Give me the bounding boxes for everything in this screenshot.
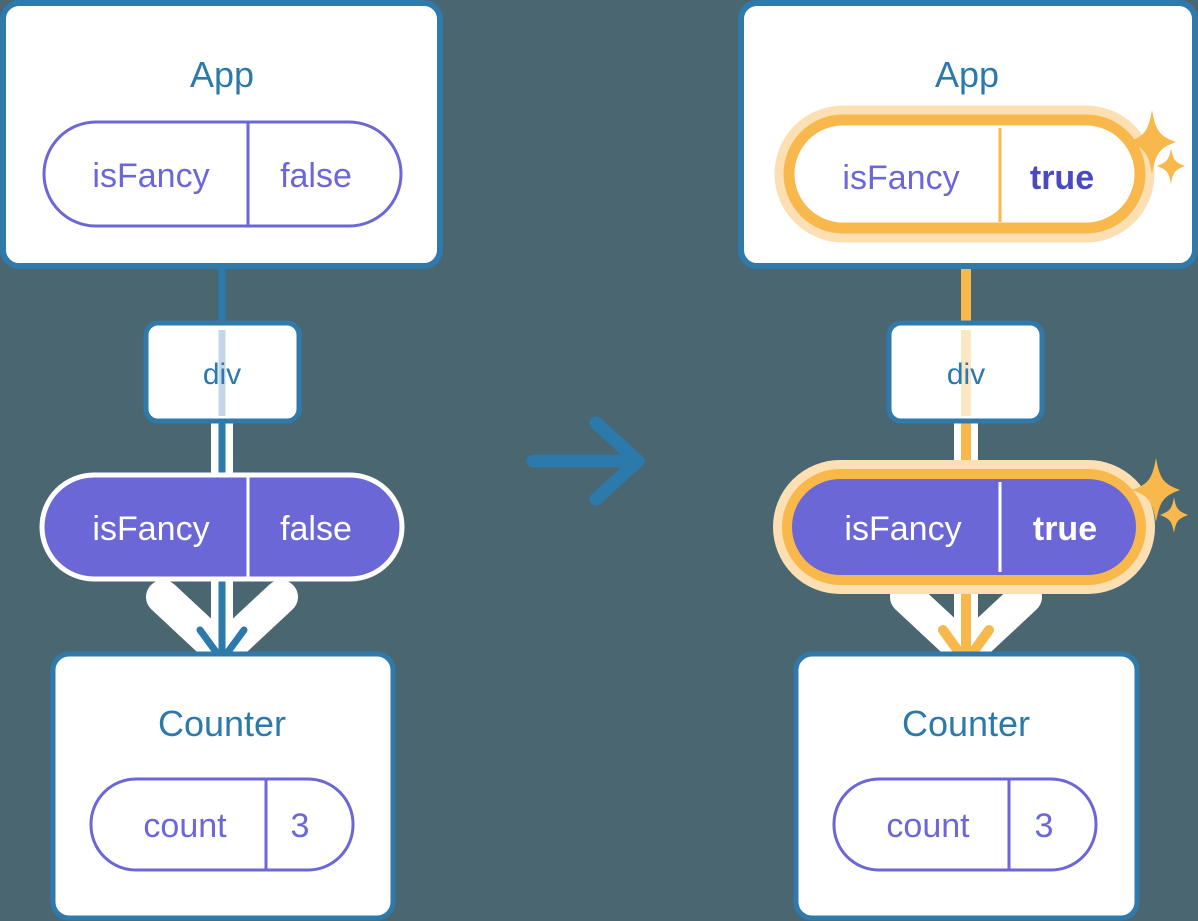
transition-arrow-right-icon bbox=[526, 416, 645, 506]
right-prop-pill[interactable]: isFancy true bbox=[773, 460, 1155, 594]
left-app-pill-value: false bbox=[280, 157, 352, 195]
right-counter-title: Counter bbox=[902, 703, 1030, 744]
right-prop-sparkle-icon bbox=[1132, 458, 1188, 533]
left-counter-title: Counter bbox=[158, 703, 286, 744]
left-prop-pill-value: false bbox=[280, 510, 352, 548]
left-div-node: div bbox=[143, 320, 302, 424]
right-prop-pill-halo bbox=[773, 460, 1155, 594]
right-tree: App isFancy true div isFancy true bbox=[738, 0, 1198, 921]
left-prop-pill-key: isFancy bbox=[92, 510, 209, 548]
left-prop-pill[interactable]: isFancy false bbox=[39, 472, 405, 582]
right-prop-pill-highlight-ring bbox=[782, 469, 1146, 585]
right-app-sparkle-icon bbox=[1128, 110, 1185, 184]
right-div-label: div bbox=[947, 358, 985, 391]
left-div-label: div bbox=[203, 358, 241, 391]
left-app-state-pill[interactable]: isFancy false bbox=[42, 120, 403, 228]
right-app-pill-highlight-ring bbox=[783, 114, 1146, 234]
left-app-pill-key: isFancy bbox=[92, 157, 209, 195]
right-counter-pill-key: count bbox=[886, 807, 970, 845]
right-app-pill-key: isFancy bbox=[842, 159, 959, 197]
left-tree: App isFancy false div isFancy false Coun… bbox=[0, 0, 443, 921]
right-counter-pill-value: 3 bbox=[1035, 807, 1054, 845]
right-app-pill-halo bbox=[774, 105, 1155, 243]
right-app-pill-value: true bbox=[1030, 159, 1094, 197]
left-app-title: App bbox=[190, 54, 254, 95]
right-app-state-pill[interactable]: isFancy true bbox=[774, 105, 1155, 243]
right-prop-pill-value: true bbox=[1033, 510, 1097, 548]
left-counter-state-pill[interactable]: count 3 bbox=[89, 777, 355, 872]
right-prop-pill-key: isFancy bbox=[844, 510, 961, 548]
left-counter-pill-key: count bbox=[143, 807, 227, 845]
right-div-node: div bbox=[886, 320, 1045, 424]
right-counter-state-pill[interactable]: count 3 bbox=[832, 777, 1098, 872]
left-counter-pill-value: 3 bbox=[291, 807, 310, 845]
right-app-title: App bbox=[935, 54, 999, 95]
